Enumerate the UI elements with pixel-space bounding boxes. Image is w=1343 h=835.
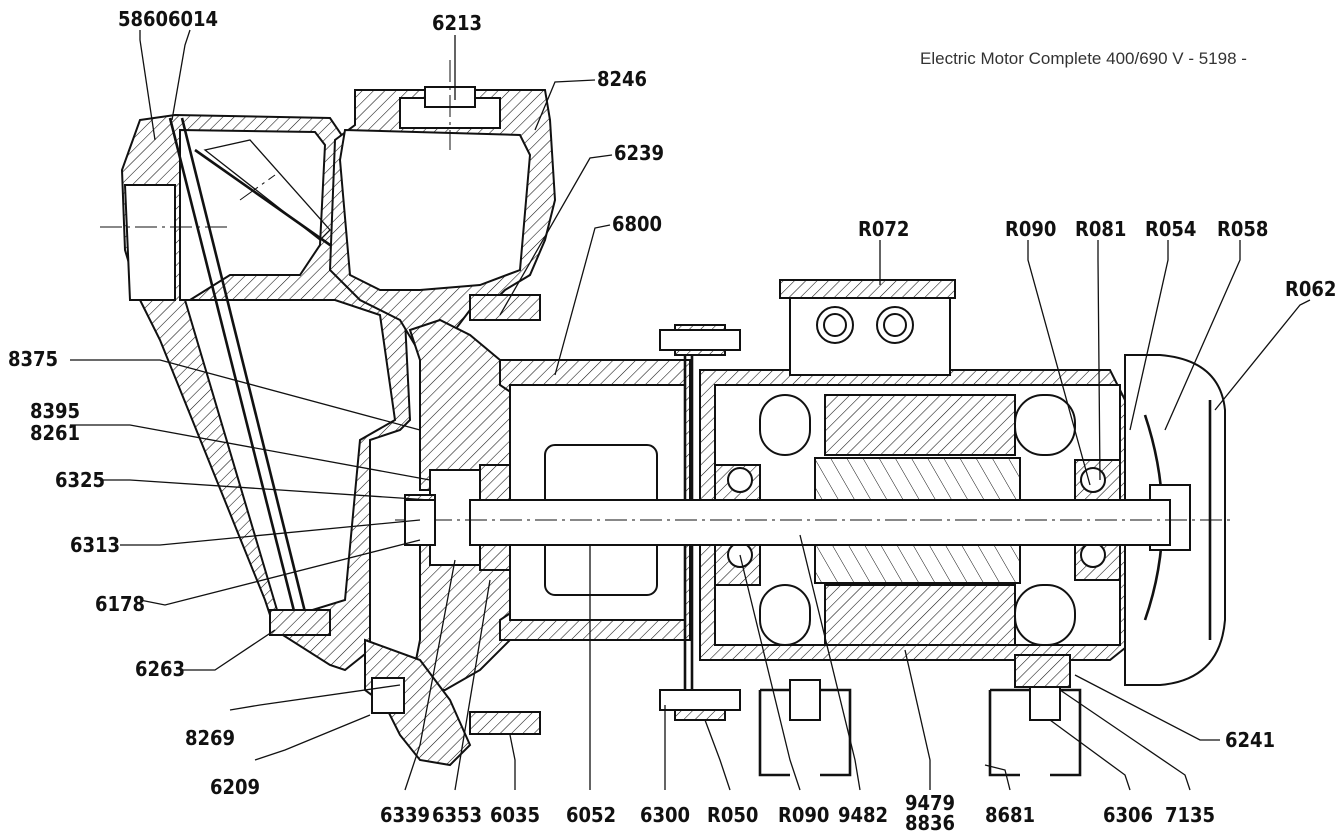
callout-8375: 8375 [8, 347, 58, 371]
mounting-feet [269, 609, 1082, 777]
callout-8246: 8246 [597, 67, 647, 91]
callout-r090-top: R090 [1005, 217, 1056, 241]
callout-8836: 8836 [905, 811, 955, 835]
callout-r072: R072 [858, 217, 909, 241]
callout-6239: 6239 [614, 141, 664, 165]
callout-labels: 5860 6014 6213 8246 6239 6800 R072 R090 … [8, 7, 1336, 835]
callout-8681: 8681 [985, 803, 1035, 827]
callout-r081: R081 [1075, 217, 1126, 241]
callout-r090-bottom: R090 [778, 803, 829, 827]
callout-6306: 6306 [1103, 803, 1153, 827]
callout-r062: R062 [1285, 277, 1336, 301]
callout-9482: 9482 [838, 803, 888, 827]
callout-6353: 6353 [432, 803, 482, 827]
drawing-title: Electric Motor Complete 400/690 V - 5198… [920, 49, 1247, 68]
callout-6241: 6241 [1225, 728, 1275, 752]
callout-r058: R058 [1217, 217, 1268, 241]
callout-6213: 6213 [432, 11, 482, 35]
callout-6035: 6035 [490, 803, 540, 827]
shaft [395, 499, 1230, 546]
callout-6052: 6052 [566, 803, 616, 827]
callout-9479: 9479 [905, 791, 955, 815]
callout-8395: 8395 [30, 399, 80, 423]
discharge-head [328, 60, 557, 346]
callout-6209: 6209 [210, 775, 260, 799]
callout-6325: 6325 [55, 468, 105, 492]
terminal-box [779, 279, 956, 376]
callout-8261: 8261 [30, 421, 80, 445]
callout-r050: R050 [707, 803, 758, 827]
callout-6313: 6313 [70, 533, 120, 557]
callout-r054: R054 [1145, 217, 1196, 241]
callout-8269: 8269 [185, 726, 235, 750]
callout-6300: 6300 [640, 803, 690, 827]
callout-6014: 6014 [168, 7, 218, 31]
callout-6339: 6339 [380, 803, 430, 827]
leader-lines [70, 29, 1311, 791]
callout-5860: 5860 [118, 7, 168, 31]
callout-6178: 6178 [95, 592, 145, 616]
callout-6800: 6800 [612, 212, 662, 236]
callout-7135: 7135 [1165, 803, 1215, 827]
callout-6263: 6263 [135, 657, 185, 681]
